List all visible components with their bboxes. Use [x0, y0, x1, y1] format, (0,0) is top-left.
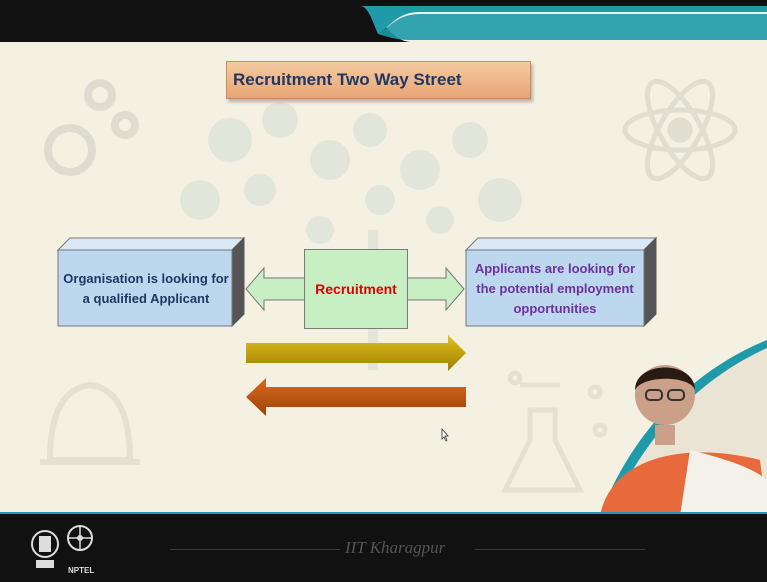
right-box-text: Applicants are looking for the potential… — [474, 261, 636, 316]
right-box — [464, 236, 658, 328]
presenter — [600, 365, 767, 516]
presenter-video — [600, 340, 767, 516]
footer-rule-left — [170, 549, 340, 550]
footer-bar — [0, 514, 767, 582]
recruitment-box: Recruitment — [304, 249, 408, 329]
flask-circuit-icon — [500, 370, 608, 493]
mouse-pointer-icon — [441, 428, 449, 442]
footer-rule-right — [475, 549, 645, 550]
left-box-text: Organisation is looking for a qualified … — [63, 271, 229, 306]
iit-emblem-icon — [31, 530, 59, 568]
tree-network-icon — [180, 102, 522, 370]
nptel-wheel-icon — [67, 525, 93, 551]
arrow-left — [246, 378, 466, 416]
hard-hat-icon — [40, 381, 140, 465]
atom-icon — [622, 78, 738, 182]
slide-title: Recruitment Two Way Street — [226, 61, 531, 99]
nptel-label: NPTEL — [68, 566, 95, 575]
gear-icon — [44, 79, 139, 176]
top-band — [0, 0, 767, 42]
left-box — [56, 236, 246, 328]
arrow-right — [246, 335, 466, 371]
footer-institute-text: IIT Kharagpur — [345, 538, 446, 557]
